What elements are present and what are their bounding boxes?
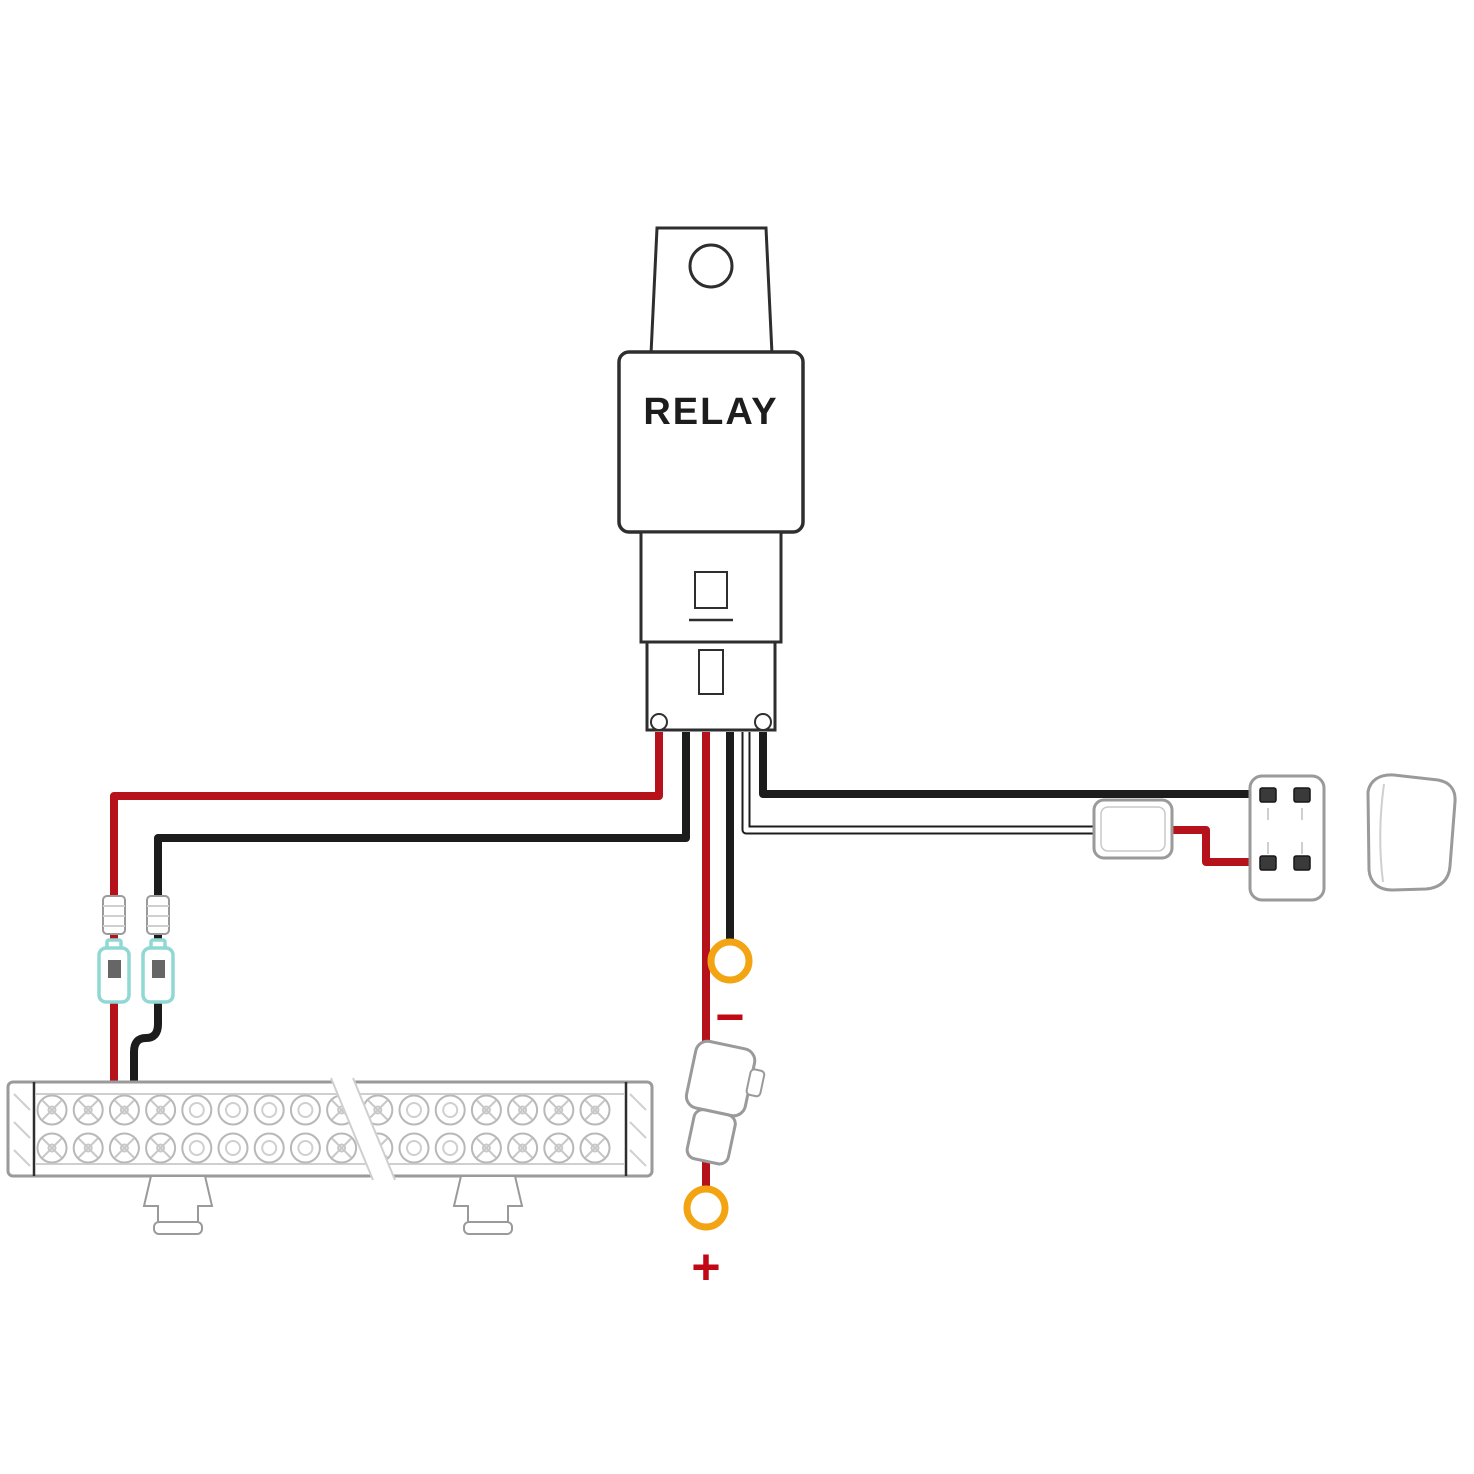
led-lens bbox=[289, 1094, 321, 1126]
quick-connector-icon bbox=[97, 938, 131, 1004]
ring-terminal-negative-icon bbox=[707, 938, 753, 984]
wire-black-relay-to-switch bbox=[759, 732, 1266, 798]
led-lens bbox=[181, 1094, 213, 1126]
relay-plug-tab bbox=[698, 649, 724, 695]
switch-pin bbox=[1259, 855, 1277, 871]
led-lens bbox=[217, 1094, 249, 1126]
mount-bracket-icon bbox=[452, 1175, 524, 1235]
mount-bracket-icon bbox=[142, 1175, 214, 1235]
led-lens bbox=[253, 1094, 285, 1126]
quick-connector-icon bbox=[141, 938, 175, 1004]
wire-white-switch-outer bbox=[741, 732, 1100, 835]
switch-pin bbox=[1293, 855, 1311, 871]
led-lens bbox=[181, 1132, 213, 1164]
spade-connector-icon bbox=[102, 895, 126, 935]
led-lens bbox=[434, 1132, 466, 1164]
spade-connectors bbox=[102, 895, 170, 935]
positive-label: + bbox=[691, 1239, 720, 1295]
relay-mount-hole bbox=[688, 243, 734, 289]
negative-label: − bbox=[715, 989, 744, 1045]
connector-contact bbox=[152, 960, 165, 978]
connector-contact bbox=[108, 960, 121, 978]
spade-connector-icon bbox=[146, 895, 170, 935]
led-light-bar-icon bbox=[6, 1077, 654, 1181]
quick-connectors bbox=[97, 938, 175, 1004]
relay: RELAY bbox=[617, 226, 805, 732]
lightbar-break bbox=[330, 1077, 396, 1181]
wire-red-fuse-to-switch bbox=[1170, 826, 1262, 866]
wire-red-lightbar-positive bbox=[110, 732, 663, 1082]
rocker-switch-icon bbox=[1248, 774, 1326, 902]
switch-pin bbox=[1293, 787, 1311, 803]
led-lens bbox=[398, 1094, 430, 1126]
led-lens bbox=[434, 1094, 466, 1126]
switch-pin bbox=[1259, 787, 1277, 803]
fuse-holder-icon bbox=[684, 1039, 766, 1166]
relay-pin-right bbox=[754, 713, 772, 731]
ring-terminal-positive-icon bbox=[683, 1185, 729, 1231]
relay-pin-left bbox=[650, 713, 668, 731]
wire-white-switch-inner bbox=[743, 732, 1100, 833]
lightbar-leds bbox=[36, 1094, 611, 1164]
wire-black-lightbar-negative bbox=[130, 732, 690, 1082]
led-lens bbox=[398, 1132, 430, 1164]
lightbar-mount-brackets bbox=[142, 1175, 524, 1235]
rocker-switch-cap-icon bbox=[1366, 773, 1457, 892]
led-lens bbox=[217, 1132, 249, 1164]
relay-body bbox=[617, 350, 805, 534]
relay-latch bbox=[694, 571, 728, 609]
relay-label: RELAY bbox=[643, 391, 778, 433]
led-lens bbox=[289, 1132, 321, 1164]
led-lens bbox=[253, 1132, 285, 1164]
inline-fuse-holder-icon bbox=[1092, 798, 1174, 860]
